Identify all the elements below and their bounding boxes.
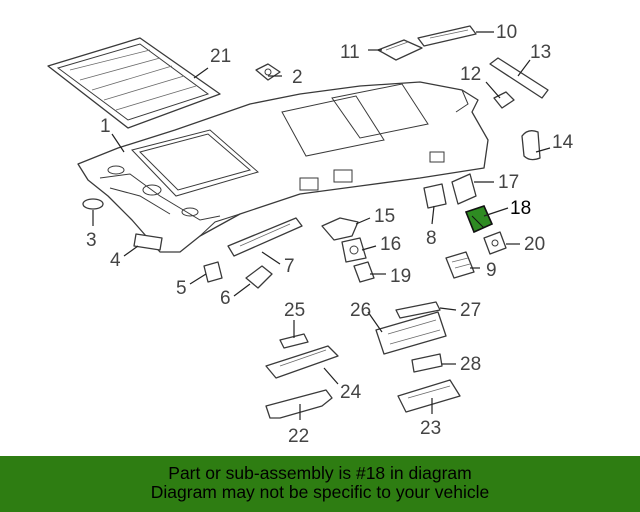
part-8-lamp [423, 183, 447, 209]
part-13-strip [489, 57, 549, 99]
label-10: 10 [496, 22, 517, 43]
label-2: 2 [292, 67, 303, 88]
part-14-cover [521, 130, 541, 161]
label-19: 19 [390, 266, 411, 287]
label-6: 6 [220, 288, 231, 309]
part-25-cover [279, 333, 309, 349]
part-20-bracket [483, 231, 507, 255]
part-4-pad [133, 233, 163, 251]
part-19-clip [353, 261, 375, 283]
part-11-bracket [377, 39, 423, 61]
label-25: 25 [284, 300, 305, 321]
part-21-sunshade [47, 37, 221, 129]
part-9-lamp [445, 251, 475, 279]
label-16: 16 [380, 234, 401, 255]
label-21: 21 [210, 46, 231, 67]
label-15: 15 [374, 206, 395, 227]
label-8: 8 [426, 228, 437, 249]
part-26-console [375, 311, 447, 355]
part-6-bracket [245, 265, 273, 289]
label-12: 12 [460, 64, 481, 85]
label-17: 17 [498, 172, 519, 193]
part-24-handle-bracket [265, 345, 339, 379]
label-20: 20 [524, 234, 545, 255]
label-28: 28 [460, 354, 481, 375]
part-1-headliner [77, 81, 489, 253]
label-1: 1 [100, 116, 111, 137]
part-16-cover [341, 237, 367, 263]
info-banner: Part or sub-assembly is #18 in diagram D… [0, 456, 640, 512]
parts-diagram: 1 2 3 4 5 6 7 8 9 10 11 12 13 14 15 16 1… [47, 22, 574, 447]
label-9: 9 [486, 260, 497, 281]
part-5-clip [203, 261, 223, 283]
label-22: 22 [288, 426, 309, 447]
part-28-switch [411, 353, 443, 373]
label-5: 5 [176, 278, 187, 299]
part-labels: 1 2 3 4 5 6 7 8 9 10 11 12 13 14 15 16 1… [86, 22, 574, 447]
part-17-trim [451, 173, 477, 205]
label-27: 27 [460, 300, 481, 321]
label-11: 11 [340, 42, 360, 63]
label-4: 4 [110, 250, 121, 271]
label-23: 23 [420, 418, 441, 439]
part-23-console [397, 379, 461, 413]
part-15-bracket [321, 217, 359, 241]
part-2-clip [255, 63, 281, 81]
part-22-grab-handle [265, 389, 333, 419]
label-13: 13 [530, 42, 551, 63]
part-3-cap [82, 198, 104, 210]
label-24: 24 [340, 382, 362, 403]
part-27-lens [395, 301, 441, 319]
leader-lines [92, 31, 551, 420]
label-18-highlighted: 18 [510, 198, 531, 219]
banner-line-2: Diagram may not be specific to your vehi… [150, 482, 490, 502]
label-14: 14 [552, 132, 574, 153]
banner-line-1: Part or sub-assembly is #18 in diagram [168, 463, 472, 483]
label-26: 26 [350, 300, 371, 321]
label-7: 7 [284, 256, 295, 277]
part-18-highlighted[interactable] [464, 205, 494, 234]
part-10-trim [417, 25, 477, 47]
label-3: 3 [86, 230, 97, 251]
part-7-rail [227, 217, 303, 257]
